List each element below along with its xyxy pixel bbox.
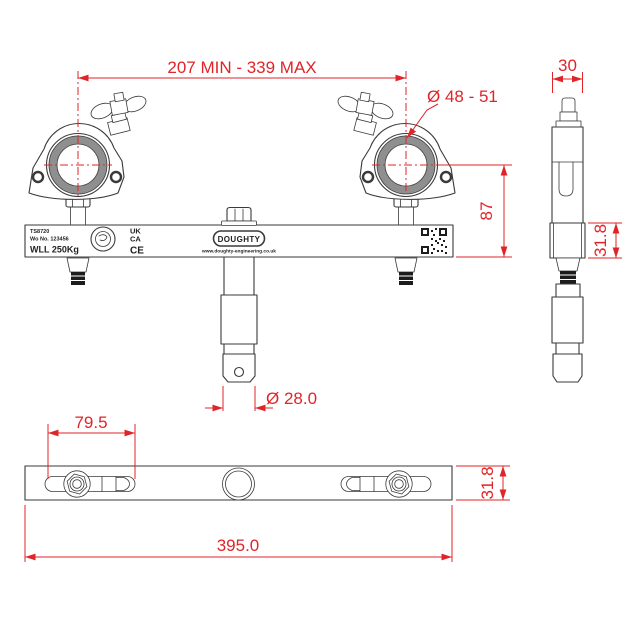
dimension-arrow xyxy=(441,553,452,561)
dimension-arrow xyxy=(48,429,59,437)
side-wing-nut xyxy=(555,97,582,128)
dimension-arrow xyxy=(25,553,36,561)
website: www.doughty-engineering.co.uk xyxy=(201,249,276,255)
side-slot xyxy=(558,161,574,197)
dim-spigot-diameter: Ø 28.0 xyxy=(205,386,317,412)
svg-text:UK: UK xyxy=(130,227,141,236)
svg-text:CA: CA xyxy=(130,235,141,244)
works-number: Wo No. 123456 xyxy=(30,237,69,243)
dim-overall-length-label: 395.0 xyxy=(217,536,260,555)
left-slot xyxy=(44,470,136,498)
dimension-arrow xyxy=(78,74,89,82)
spigot-pin-hole xyxy=(233,366,245,378)
dim-plate-width-label: 31.8 xyxy=(478,466,497,499)
dim-tube-diameter: Ø 48 - 51 xyxy=(404,87,498,141)
dimension-arrow xyxy=(500,165,508,176)
dimension-arrow xyxy=(612,223,620,234)
ce-mark: CE xyxy=(130,246,144,257)
qr-code-icon xyxy=(421,228,447,254)
dim-side-width-label: 30 xyxy=(558,56,577,75)
bottom-view xyxy=(24,465,453,501)
dimension-arrow xyxy=(500,246,508,257)
dimension-arrow xyxy=(499,466,507,477)
center-spigot xyxy=(220,256,258,383)
dim-side-plate-thickness-label: 31.8 xyxy=(591,224,610,257)
dimension-arrow xyxy=(124,429,135,437)
dim-drop: 87 xyxy=(440,164,512,258)
center-spigot-hole xyxy=(222,467,255,501)
side-view xyxy=(549,97,586,383)
dim-span: 207 MIN - 339 MAX xyxy=(78,58,406,82)
side-spigot-body xyxy=(551,296,584,344)
dim-side-width: 30 xyxy=(552,56,583,93)
dimension-arrow xyxy=(395,74,406,82)
brand-logo: DOUGHTY xyxy=(212,230,266,247)
side-bar-section xyxy=(549,222,586,259)
dimension-arrow xyxy=(572,75,583,83)
dimension-arrow xyxy=(212,404,223,412)
dim-span-label: 207 MIN - 339 MAX xyxy=(167,58,316,77)
side-spigot-end xyxy=(552,353,583,383)
dim-slot-length: 79.5 xyxy=(47,413,136,479)
dimension-arrow xyxy=(612,247,620,258)
dimension-arrow xyxy=(552,75,563,83)
center-hex-nut xyxy=(221,206,257,226)
dimension-arrow xyxy=(499,489,507,500)
ukca-mark: UK CA xyxy=(130,227,141,244)
dim-overall-length: 395.0 xyxy=(24,505,453,562)
side-boss xyxy=(555,257,581,272)
brand-name: DOUGHTY xyxy=(218,235,261,244)
side-clamp-body xyxy=(551,126,584,224)
cert-logo-icon xyxy=(90,226,116,252)
dim-drop-label: 87 xyxy=(477,202,496,221)
wll-rating: WLL 250Kg xyxy=(30,245,79,255)
dimension-arrow xyxy=(255,404,266,412)
label-plate: TS8720 Wo No. 123456 WLL 250Kg UK CA CE … xyxy=(30,226,447,257)
dimensions: 207 MIN - 339 MAX Ø 48 - 51 87 30 xyxy=(24,56,622,562)
dim-spigot-diameter-label: Ø 28.0 xyxy=(266,389,317,408)
side-thread xyxy=(560,271,576,284)
dim-side-plate-thickness: 31.8 xyxy=(588,222,622,259)
dim-plate-width: 31.8 xyxy=(456,465,510,501)
dim-slot-length-label: 79.5 xyxy=(74,413,107,432)
dim-tube-diameter-label: Ø 48 - 51 xyxy=(427,87,498,106)
front-view: TS8720 Wo No. 123456 WLL 250Kg UK CA CE … xyxy=(24,92,455,383)
right-slot xyxy=(340,470,432,498)
part-number: TS8720 xyxy=(30,229,49,235)
